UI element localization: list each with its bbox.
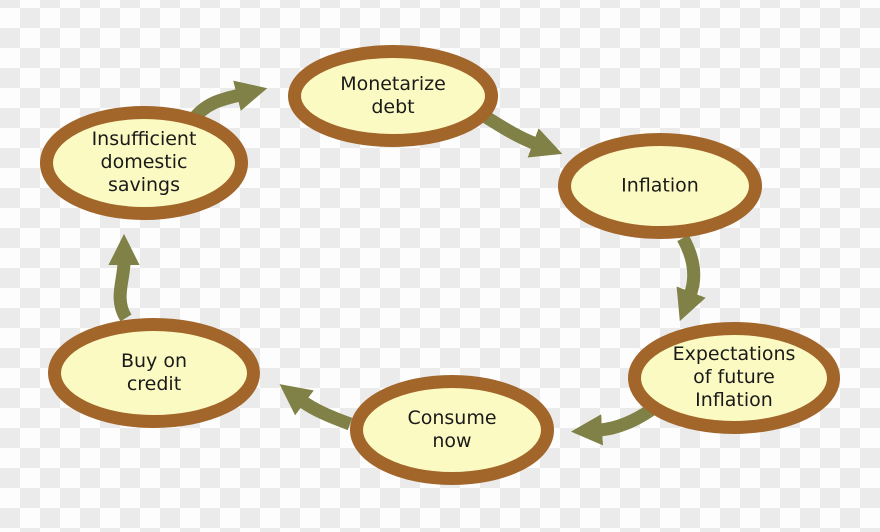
arrow-inflation-to-expectations xyxy=(676,234,706,322)
node-ellipse-expectations xyxy=(628,322,840,434)
arrow-buy-to-savings xyxy=(108,233,140,322)
node-ellipse-buy-on-credit xyxy=(48,318,260,428)
arrow-expectations-to-consume xyxy=(570,401,659,446)
node-ellipse-consume-now xyxy=(350,375,554,485)
node-ellipse-inflation xyxy=(558,133,762,239)
node-ellipse-insufficient-savings xyxy=(40,106,248,220)
arrow-consume-to-buy xyxy=(279,384,353,431)
arrow-monetarize-to-inflation xyxy=(482,111,563,158)
node-ellipse-monetarize-debt xyxy=(288,45,498,147)
